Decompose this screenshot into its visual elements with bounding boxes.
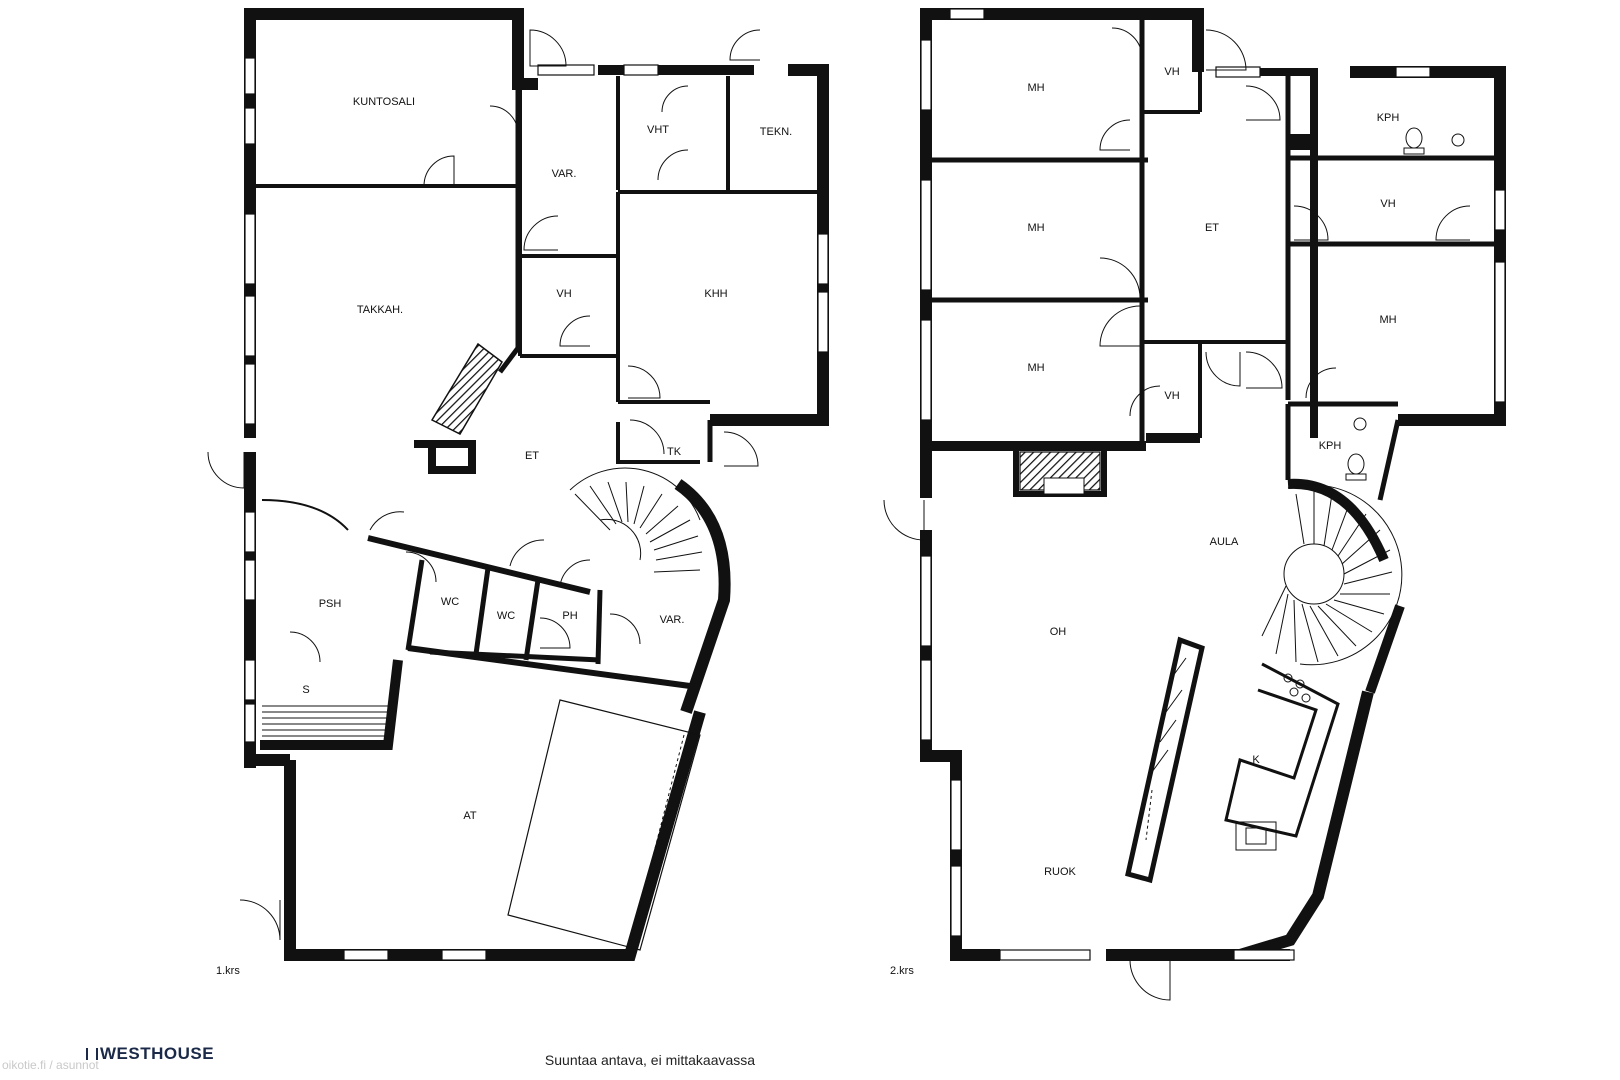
- room-label-khh: KHH: [704, 288, 727, 300]
- floor-2-windows: [920, 8, 1506, 961]
- westhouse-logo-icon: [86, 1048, 98, 1060]
- kitchen-fixtures: [1145, 657, 1311, 851]
- source-watermark: oikotie.fi / asunnot: [2, 1058, 99, 1072]
- fireplace-hatch: [430, 342, 503, 435]
- floor-1-label: 1.krs: [216, 965, 240, 977]
- room-label-tekn: TEKN.: [760, 126, 792, 138]
- room-label-s: S: [302, 684, 309, 696]
- floor-1-plan: KUNTOSALI VAR. VHT TEKN. TAKKAH. VH KHH …: [207, 8, 829, 977]
- room-label-mh-1: MH: [1027, 82, 1044, 94]
- room-label-et: ET: [1205, 222, 1219, 234]
- car-door-line: [629, 734, 685, 947]
- room-label-var: VAR.: [552, 168, 577, 180]
- room-label-vh-3: VH: [1164, 390, 1179, 402]
- sauna-bench: [262, 705, 390, 737]
- room-label-wc-2: WC: [497, 610, 515, 622]
- floor-2-label: 2.krs: [890, 965, 914, 977]
- room-label-takkah: TAKKAH.: [357, 304, 403, 316]
- room-label-vh-2: VH: [1380, 198, 1395, 210]
- room-label-var-2: VAR.: [660, 614, 685, 626]
- room-label-mh-3: MH: [1379, 314, 1396, 326]
- room-label-k: K: [1252, 754, 1260, 766]
- floor-1-spiral-stair: [569, 467, 703, 573]
- room-label-ph: PH: [562, 610, 577, 622]
- room-label-oh: OH: [1050, 626, 1067, 638]
- room-label-psh: PSH: [319, 598, 342, 610]
- room-label-wc-1: WC: [441, 596, 459, 608]
- floor-2-room-labels: MH VH KPH MH ET VH MH MH VH KPH AULA OH …: [1027, 66, 1399, 878]
- room-label-vh-1: VH: [1164, 66, 1179, 78]
- floor-2-spiral-stair: [1261, 484, 1403, 666]
- room-label-vht: VHT: [647, 124, 669, 136]
- car-outline: [507, 699, 701, 951]
- room-label-kph-1: KPH: [1377, 112, 1400, 124]
- floor-1-room-labels: KUNTOSALI VAR. VHT TEKN. TAKKAH. VH KHH …: [302, 96, 792, 822]
- plan-caption: Suuntaa antava, ei mittakaavassa: [544, 1052, 756, 1068]
- room-label-aula: AULA: [1210, 536, 1239, 548]
- room-label-kuntosali: KUNTOSALI: [353, 96, 415, 108]
- room-label-tk: TK: [667, 446, 682, 458]
- room-label-mh-4: MH: [1027, 362, 1044, 374]
- room-label-kph-2: KPH: [1319, 440, 1342, 452]
- floor-1-walls: [244, 8, 829, 961]
- floor-1-doors: [207, 29, 761, 941]
- room-label-at: AT: [463, 810, 477, 822]
- floor-1-windows: [244, 57, 829, 961]
- floor-2-doors: [883, 27, 1471, 1001]
- fireplace-opening: [1043, 477, 1085, 495]
- westhouse-logo: WESTHOUSE: [86, 1044, 214, 1064]
- brand-name: WESTHOUSE: [100, 1044, 215, 1063]
- room-label-mh-2: MH: [1027, 222, 1044, 234]
- room-label-ruok: RUOK: [1044, 866, 1076, 878]
- floor-2-walls: [920, 8, 1506, 961]
- room-label-et: ET: [525, 450, 539, 462]
- floor-2-plan: MH VH KPH MH ET VH MH MH VH KPH AULA OH …: [883, 8, 1506, 1001]
- bathroom-fixtures: [1345, 127, 1465, 481]
- room-label-vh: VH: [556, 288, 571, 300]
